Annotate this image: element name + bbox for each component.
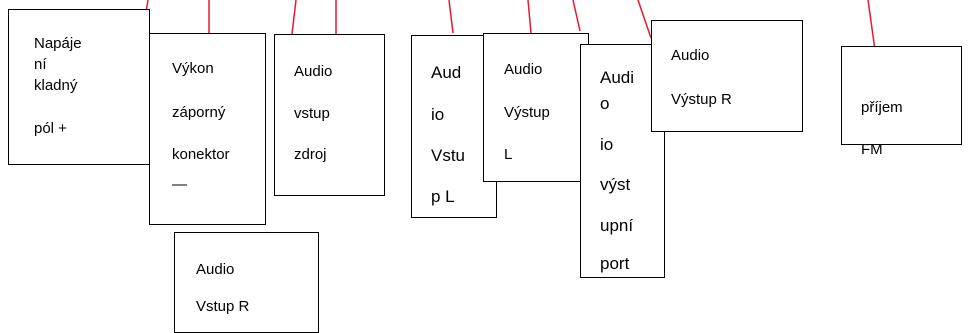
leader-line-audio-in-l — [448, 0, 454, 34]
label-line: upní — [600, 216, 634, 235]
label-box-power-negative: Výkon záporný konektor — — [149, 33, 266, 225]
leader-line-audio-out-port — [572, 0, 581, 32]
label-line: ní — [34, 56, 47, 73]
label-line: L — [504, 146, 513, 163]
label-line: Výstup R — [671, 91, 732, 108]
label-line: konektor — [172, 146, 230, 163]
label-line: Výkon — [172, 60, 214, 77]
label-line: Napáje — [34, 35, 82, 52]
label-line: vstup — [294, 105, 330, 122]
label-line: port — [600, 254, 630, 273]
label-box-audio-in-source: Audio vstup zdroj — [274, 34, 385, 196]
leader-line-audio-out-r — [637, 0, 652, 39]
label-line: io — [600, 135, 614, 154]
label-line: pól + — [34, 120, 67, 137]
label-line: zdroj — [294, 146, 327, 163]
label-box-audio-out-r: Audio Výstup R — [651, 20, 803, 132]
label-box-fm-receive: příjem FM — [841, 46, 962, 158]
leader-line-fm-receive — [867, 0, 876, 51]
label-box-power-positive: Napáje ní kladný pól + — [8, 9, 150, 165]
leader-line-audio-in-source-a — [291, 0, 297, 35]
label-line: Aud — [431, 63, 462, 82]
label-line: Audi — [600, 68, 635, 87]
label-line: Vstup R — [196, 298, 250, 315]
label-line: Audio — [294, 63, 333, 80]
label-line: Audio — [504, 61, 543, 78]
label-line: příjem — [861, 99, 903, 116]
label-line: Vstu — [431, 146, 466, 165]
label-line: Audio — [671, 47, 710, 64]
label-line: výst — [600, 175, 631, 194]
label-line: záporný — [172, 104, 226, 121]
label-box-audio-out-l: Audio Výstup L — [483, 33, 589, 182]
label-line: — — [172, 176, 187, 193]
label-line: io — [431, 105, 445, 124]
label-line: p L — [431, 187, 455, 206]
label-line: kladný — [34, 77, 78, 94]
label-box-audio-out-port: Audi o io výst upní port — [580, 44, 665, 278]
label-line: o — [600, 94, 610, 113]
leader-line-audio-out-l — [527, 0, 532, 34]
label-line: FM — [861, 141, 883, 158]
label-box-audio-in-r: Audio Vstup R — [174, 232, 319, 333]
label-line: Výstup — [504, 104, 550, 121]
label-line: Audio — [196, 261, 235, 278]
